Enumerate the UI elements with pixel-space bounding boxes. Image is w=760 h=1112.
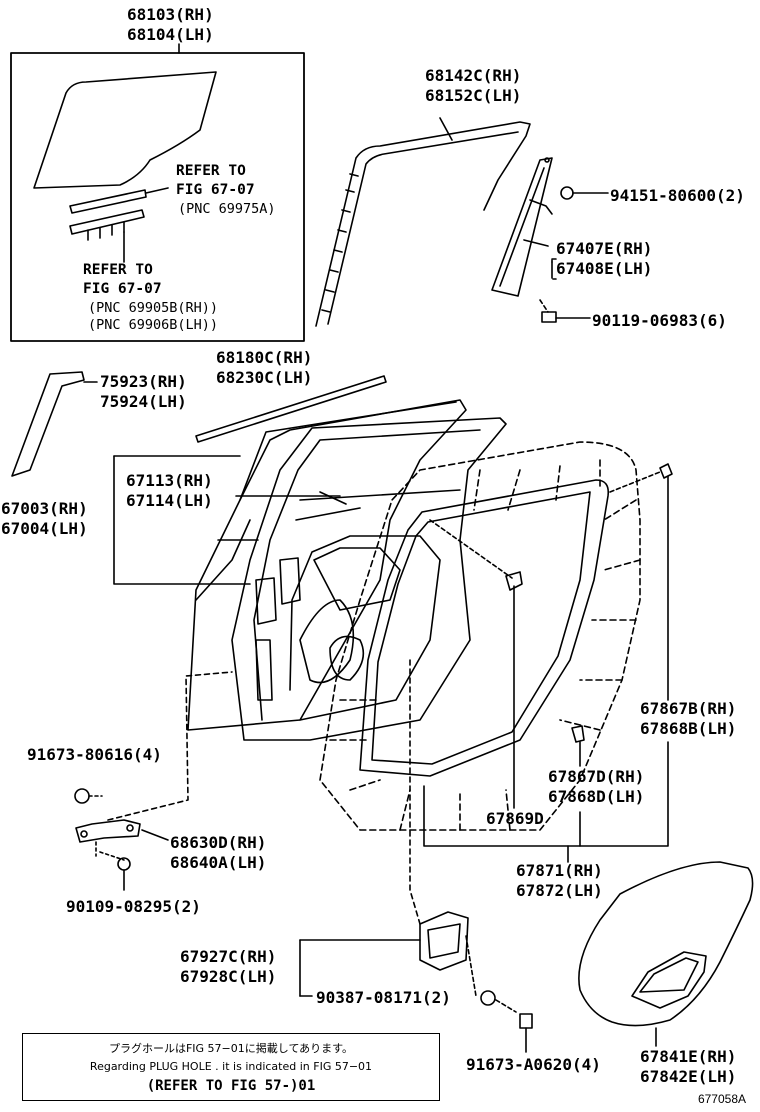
label-bolt-94151: 94151-80600(2) bbox=[610, 186, 745, 205]
plug-hole-note: プラグホールはFIG 57−01に掲載してあります。 Regarding PLU… bbox=[22, 1033, 440, 1101]
frame-garnish bbox=[11, 371, 85, 477]
label-frame-rh: 67113(RH) bbox=[126, 471, 213, 490]
label-refer-top-3: (PNC 69975A) bbox=[178, 201, 276, 217]
label-belt-lh: 68230C(LH) bbox=[216, 368, 313, 387]
glass-inset-box bbox=[10, 52, 305, 342]
label-clip-67867d-rh: 67867D(RH) bbox=[548, 767, 645, 786]
label-hole-cover-rh: 67841E(RH) bbox=[640, 1047, 737, 1066]
label-refer-bottom-1: REFER TO bbox=[83, 262, 153, 278]
door-hinge bbox=[75, 819, 141, 843]
label-belt-rh: 68180C(RH) bbox=[216, 348, 313, 367]
label-clip-67869d: 67869D bbox=[486, 809, 544, 828]
label-weatherstrip-rh: 67871(RH) bbox=[516, 861, 603, 880]
division-bar bbox=[491, 157, 553, 297]
label-door-panel-rh: 67003(RH) bbox=[1, 499, 88, 518]
label-clip-67867b-lh: 67868B(LH) bbox=[640, 719, 737, 738]
label-screw-90119: 90119-06983(6) bbox=[592, 311, 727, 330]
door-frame bbox=[231, 417, 507, 741]
label-weatherstrip-lh: 67872(LH) bbox=[516, 881, 603, 900]
note-english: Regarding PLUG HOLE . it is indicated in… bbox=[89, 1060, 373, 1073]
label-glass-rh: 68103(RH) bbox=[127, 5, 214, 24]
label-refer-top-1: REFER TO bbox=[176, 163, 246, 179]
label-division-bar-rh: 67407E(RH) bbox=[556, 239, 653, 258]
door-glass bbox=[33, 71, 217, 189]
label-clip-67867b-rh: 67867B(RH) bbox=[640, 699, 737, 718]
label-frame-lh: 67114(LH) bbox=[126, 491, 213, 510]
label-bolt-91673: 91673-80616(4) bbox=[27, 745, 162, 764]
label-garnish-lh: 75924(LH) bbox=[100, 392, 187, 411]
label-run-channel-rh: 68142C(RH) bbox=[425, 66, 522, 85]
door-outer-panel bbox=[187, 399, 467, 731]
label-bolt-90109: 90109-08295(2) bbox=[66, 897, 201, 916]
glass-run-channel bbox=[315, 121, 531, 327]
belt-moulding bbox=[195, 375, 387, 443]
clip-67867d bbox=[571, 725, 585, 743]
bolt-91673a bbox=[519, 1013, 533, 1029]
clip-67867b bbox=[659, 463, 673, 479]
door-weatherstrip bbox=[359, 479, 610, 777]
label-refer-top-2: FIG 67-07 bbox=[176, 182, 255, 198]
note-japanese: プラグホールはFIG 57−01に掲載してあります。 bbox=[108, 1042, 354, 1055]
bolt-94151 bbox=[560, 186, 574, 200]
label-glass-lh: 68104(LH) bbox=[127, 25, 214, 44]
label-hole-cover-lh: 67842E(LH) bbox=[640, 1067, 737, 1086]
label-refer-bottom-4: (PNC 69906B(LH)) bbox=[88, 317, 219, 333]
label-bolt-90387: 90387-08171(2) bbox=[316, 988, 451, 1007]
label-hinge-lh: 68640A(LH) bbox=[170, 853, 267, 872]
glass-channel-lower bbox=[69, 209, 145, 235]
label-door-panel-lh: 67004(LH) bbox=[1, 519, 88, 538]
bolt-91673 bbox=[74, 788, 90, 804]
label-garnish-rh: 75923(RH) bbox=[100, 372, 187, 391]
label-run-channel-lh: 68152C(LH) bbox=[425, 86, 522, 105]
screw-90119 bbox=[541, 311, 557, 323]
label-hinge-rh: 68630D(RH) bbox=[170, 833, 267, 852]
bolt-90387 bbox=[480, 990, 496, 1006]
label-bolt-91673a: 91673-A0620(4) bbox=[466, 1055, 601, 1074]
label-refer-bottom-3: (PNC 69905B(RH)) bbox=[88, 300, 219, 316]
glass-channel-upper bbox=[69, 189, 147, 214]
weatherstrip-outline bbox=[319, 441, 641, 831]
clip-67869d bbox=[505, 571, 523, 591]
label-division-bar-lh: 67408E(LH) bbox=[556, 259, 653, 278]
note-refer: (REFER TO FIG 57-)01 bbox=[146, 1078, 316, 1094]
door-check bbox=[419, 911, 469, 971]
label-clip-67867d-lh: 67868D(LH) bbox=[548, 787, 645, 806]
label-check-rh: 67927C(RH) bbox=[180, 947, 277, 966]
label-refer-bottom-2: FIG 67-07 bbox=[83, 281, 162, 297]
service-hole-cover bbox=[578, 861, 754, 1027]
figure-id: 677058A bbox=[697, 1092, 746, 1106]
label-check-lh: 67928C(LH) bbox=[180, 967, 277, 986]
